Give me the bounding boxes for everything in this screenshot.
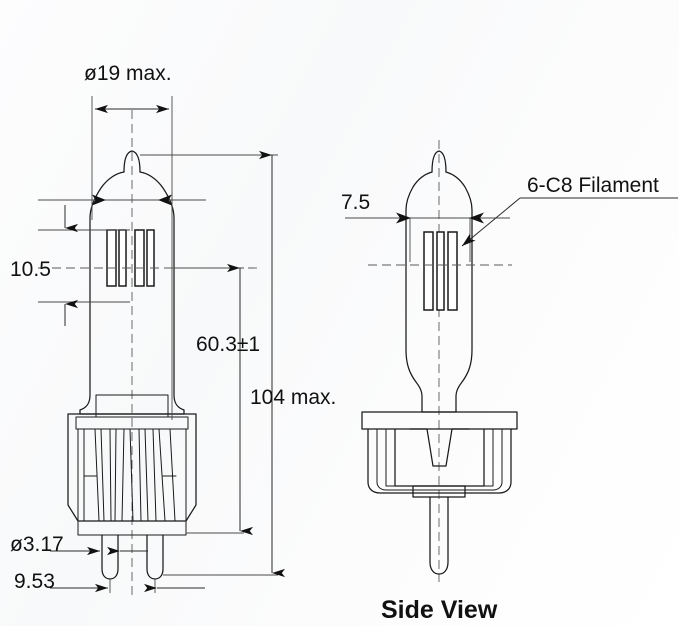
base-flange-side bbox=[361, 411, 518, 430]
base-rib bbox=[144, 428, 157, 522]
base-rib-group bbox=[83, 428, 176, 522]
lamp-base-front bbox=[67, 413, 197, 536]
pin-left bbox=[101, 534, 119, 580]
filament-segment-3 bbox=[134, 229, 145, 287]
filament-side bbox=[423, 231, 458, 311]
base-rib bbox=[83, 428, 100, 522]
base-body-side bbox=[394, 428, 485, 487]
base-bottom-plate bbox=[77, 520, 187, 536]
filament-segment-side-2 bbox=[436, 231, 445, 311]
base-bottom-nub-side bbox=[412, 485, 466, 498]
filament-segment-side-3 bbox=[447, 231, 458, 311]
dim-label-pin-spacing: 9.53 bbox=[14, 570, 55, 593]
filament-segment-2 bbox=[118, 229, 127, 287]
base-skirt-outer-side bbox=[367, 428, 512, 494]
dim-label-filament-width: 7.5 bbox=[341, 191, 370, 214]
lamp-base-side bbox=[361, 411, 518, 498]
arrow-shoulder-right bbox=[158, 194, 172, 206]
base-center-wedge bbox=[409, 428, 470, 467]
side-view-label: Side View bbox=[381, 596, 498, 624]
dim-label-light-center-length: 60.3±1 bbox=[196, 333, 260, 356]
base-rib bbox=[100, 428, 112, 522]
bulb-tip-front bbox=[123, 150, 141, 173]
front-view-dimensions: ø19 max. 10.5 60.3±1 104 max. ø3.17 9.53 bbox=[10, 62, 336, 593]
arrow-75-right bbox=[469, 212, 484, 224]
base-rib bbox=[114, 428, 125, 522]
dim-label-bulb-diameter: ø19 max. bbox=[84, 62, 172, 85]
front-view-group bbox=[38, 110, 262, 596]
base-rib bbox=[129, 428, 142, 522]
filament-segment-side-1 bbox=[423, 231, 434, 311]
filament-segment-4 bbox=[146, 229, 155, 287]
filament-segment-1 bbox=[106, 229, 117, 287]
arrow-shoulder-left bbox=[92, 194, 106, 206]
base-pins-front bbox=[101, 534, 164, 580]
dim-label-overall-length: 104 max. bbox=[250, 386, 336, 409]
annotation-filament-type: 6-C8 Filament bbox=[527, 174, 659, 197]
dim-label-pin-diameter: ø3.17 bbox=[10, 533, 64, 556]
leader-line-filament-angled bbox=[461, 197, 521, 247]
pin-right bbox=[146, 534, 164, 580]
base-skirt-inner-1 bbox=[376, 428, 503, 491]
base-rib bbox=[158, 428, 176, 522]
side-view-group bbox=[361, 140, 518, 582]
side-view-dimensions: 7.5 6-C8 Filament Side View bbox=[341, 174, 678, 624]
base-skirt-inner-2 bbox=[385, 428, 494, 487]
filament-front bbox=[106, 229, 155, 287]
bulb-tip-side bbox=[431, 150, 447, 173]
arrow-75-left bbox=[396, 212, 411, 224]
pin-side bbox=[429, 496, 449, 575]
dim-label-filament-height: 10.5 bbox=[10, 258, 51, 281]
